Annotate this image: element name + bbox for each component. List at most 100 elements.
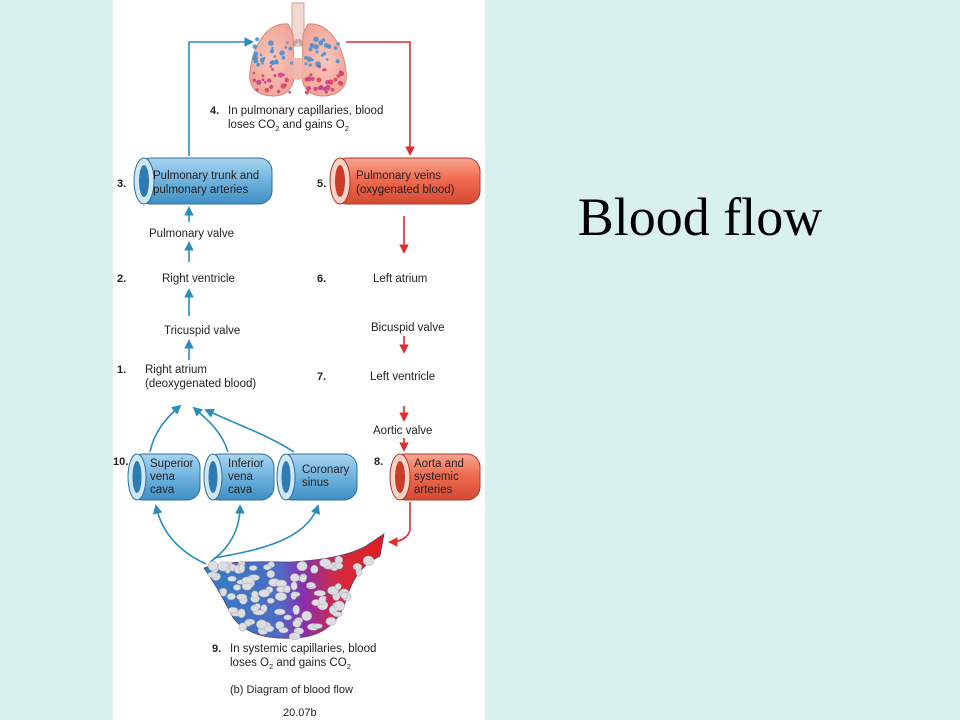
capillary-cell — [306, 582, 316, 588]
step-5-line-2: (oxygenated blood) — [356, 184, 455, 196]
lung-dot — [317, 64, 321, 69]
capillary-cell — [283, 585, 291, 594]
lung-dot — [313, 44, 319, 50]
arrow-capillaries-to-superior-vc — [152, 504, 207, 565]
figure-id: 20.07b — [283, 707, 317, 719]
capillary-cell — [299, 574, 307, 583]
step-2-number: 2. — [117, 273, 126, 285]
capillary-cell — [238, 622, 247, 632]
figure-caption: (b) Diagram of blood flow — [230, 684, 353, 696]
capillary-cell — [310, 564, 319, 574]
step-9-line-1: In systemic capillaries, blood — [230, 643, 376, 655]
lung-dot — [306, 76, 312, 82]
lung-dot — [317, 86, 322, 91]
inferior-vena-cava-line-3: cava — [228, 484, 253, 496]
capillary-cell — [207, 571, 218, 578]
lung-dot — [288, 90, 292, 94]
capillary-cell — [256, 619, 268, 630]
lung-dot — [284, 77, 289, 83]
lung-dot — [320, 53, 324, 57]
lung-dot — [271, 46, 274, 50]
lung-dot — [256, 62, 260, 67]
capillary-cell — [237, 608, 246, 618]
lung-dot — [264, 87, 270, 93]
capillary-cell — [251, 606, 259, 612]
step-7-number: 7. — [317, 371, 326, 383]
lung-dot — [269, 65, 273, 68]
arrow-superior-vc-to-atrium — [149, 404, 182, 453]
lung-dot — [281, 55, 286, 60]
lung-dot — [321, 38, 326, 42]
lung-dot — [277, 72, 284, 78]
capillary-cell — [362, 555, 375, 566]
step-4-line-2: loses CO2 and gains O2 — [228, 119, 349, 133]
step-8: 8. Aorta and systemic arteries — [374, 453, 481, 501]
arrow-coronary-sinus-to-atrium — [204, 408, 295, 453]
step-8-line-3: arteries — [414, 484, 453, 496]
capillary-cell — [333, 600, 345, 611]
lung-dot — [268, 40, 274, 46]
capillary-cell — [266, 597, 275, 604]
step-7-label: Left ventricle — [370, 371, 435, 383]
capillary-cell — [266, 570, 275, 579]
lung-dot — [315, 50, 319, 54]
capillary-cell — [312, 623, 323, 629]
step-1-line-2: (deoxygenated blood) — [145, 378, 256, 390]
lung-dot — [336, 42, 341, 46]
aortic-valve-label: Aortic valve — [373, 425, 432, 437]
lung-dot — [256, 79, 262, 85]
lung-dot — [333, 46, 338, 50]
inferior-vena-cava-line-2: vena — [228, 471, 254, 483]
lung-dot — [338, 81, 344, 86]
superior-vena-cava-line-1: Superior — [150, 458, 194, 470]
capillary-cell — [232, 584, 241, 591]
capillary-cell — [278, 627, 289, 634]
step-3: 3. Pulmonary trunk and pulmonary arterie… — [117, 157, 273, 205]
capillary-cell — [226, 592, 236, 601]
lung-dot — [273, 55, 277, 58]
lung-dot — [324, 90, 328, 94]
lung-dot — [306, 86, 311, 91]
capillary-cell — [227, 575, 237, 582]
arrow-to-lungs — [188, 37, 254, 156]
lung-dot — [261, 74, 265, 78]
arrow-aorta-to-capillaries — [388, 502, 411, 547]
step-6-label: Left atrium — [373, 273, 427, 285]
inferior-vena-cava: Inferior vena cava — [203, 453, 275, 501]
capillary-cell — [283, 614, 292, 621]
step-9-number: 9. — [212, 643, 221, 655]
lung-dot — [284, 83, 287, 87]
capillary-cell — [238, 563, 246, 573]
step-9-line-2: loses O2 and gains CO2 — [230, 657, 351, 671]
lung-dot — [284, 46, 287, 49]
lung-dot — [267, 78, 272, 83]
lung-dot — [279, 50, 285, 56]
lung-dot — [304, 62, 308, 66]
step-8-line-1: Aorta and — [414, 458, 464, 470]
capillary-cell — [289, 573, 300, 583]
lung-dot — [252, 44, 258, 49]
capillary-cell — [296, 561, 308, 572]
lung-dot — [255, 37, 260, 42]
lung-dot — [252, 71, 256, 75]
capillary-cell — [290, 591, 301, 597]
heart-shadow — [286, 52, 310, 80]
capillary-cell — [241, 576, 254, 585]
capillary-cell — [217, 561, 230, 572]
lung-dot — [306, 56, 313, 62]
capillary-cell — [251, 590, 259, 599]
capillary-cell — [263, 564, 272, 571]
capillary-cell — [264, 625, 274, 633]
lung-dot — [254, 56, 258, 60]
arrow-from-lungs — [346, 41, 415, 156]
lung-dot — [276, 89, 281, 94]
capillary-cell — [236, 593, 248, 601]
step-5-number: 5. — [317, 178, 326, 190]
coronary-sinus-line-2: sinus — [302, 477, 329, 489]
inferior-vena-cava-line-1: Inferior — [228, 458, 264, 470]
trachea — [291, 2, 305, 47]
lung-dot — [308, 47, 313, 52]
lung-dot — [275, 60, 279, 65]
